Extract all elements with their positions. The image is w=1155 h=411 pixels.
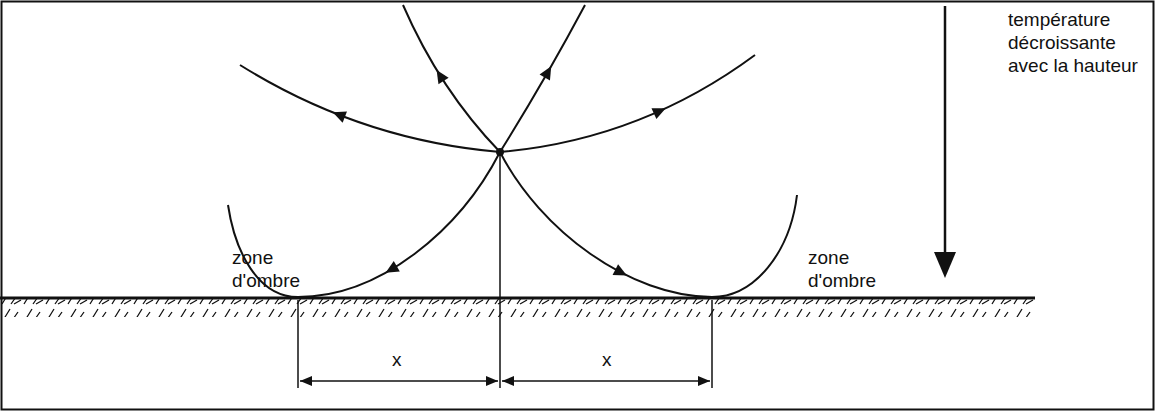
dimension-label: x xyxy=(602,348,612,371)
dimension-tick xyxy=(297,300,299,388)
sound-ray xyxy=(240,65,500,152)
dimension-tick xyxy=(499,298,501,388)
ray-arrowhead xyxy=(386,261,400,273)
ray-arrowhead xyxy=(540,66,552,80)
limit-ray xyxy=(228,152,500,297)
vertical-line xyxy=(499,152,501,298)
shadow-zone-label: zone d'ombre xyxy=(808,246,888,292)
temperature-arrow xyxy=(944,6,947,255)
temperature-arrowhead xyxy=(934,252,956,278)
limit-ray xyxy=(500,152,797,297)
temperature-note: température décroissante avec la hauteur xyxy=(1008,8,1143,77)
dimension-arrowheads xyxy=(300,376,710,386)
ray-arrowhead xyxy=(437,70,449,84)
sound-ray xyxy=(500,55,755,152)
dimension-tick xyxy=(711,300,713,388)
dimension-label: x xyxy=(392,348,402,371)
dimension-line xyxy=(502,380,710,382)
shadow-zone-label: zone d'ombre xyxy=(232,246,312,292)
dimension-line xyxy=(300,380,498,382)
sound-ray xyxy=(403,5,500,152)
ground-hatching xyxy=(0,299,1035,317)
ray-arrowhead xyxy=(333,112,347,123)
ray-arrowhead xyxy=(613,264,627,275)
ray-arrowhead xyxy=(651,108,665,119)
sound-ray xyxy=(500,5,585,152)
ground-line xyxy=(0,297,1035,300)
